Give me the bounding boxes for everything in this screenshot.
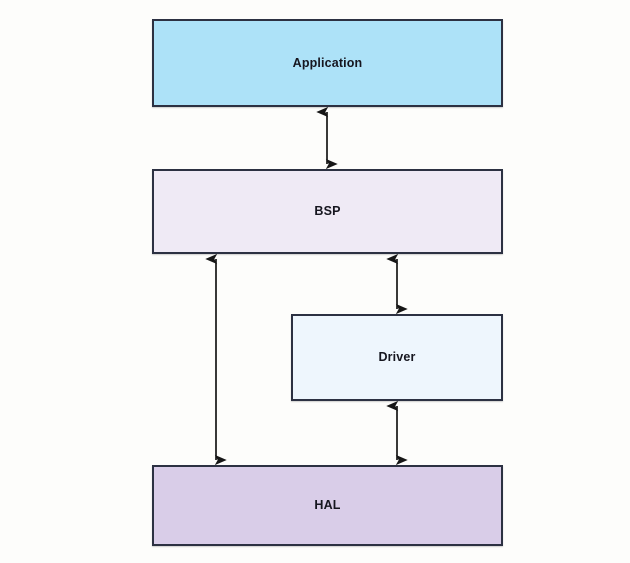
node-bsp-label: BSP <box>314 204 341 219</box>
node-driver-label: Driver <box>378 350 416 365</box>
node-bsp[interactable]: BSP <box>152 169 503 254</box>
node-application[interactable]: Application <box>152 19 503 107</box>
node-hal-label: HAL <box>314 498 341 513</box>
node-hal[interactable]: HAL <box>152 465 503 546</box>
node-driver[interactable]: Driver <box>291 314 503 401</box>
node-application-label: Application <box>292 55 363 70</box>
